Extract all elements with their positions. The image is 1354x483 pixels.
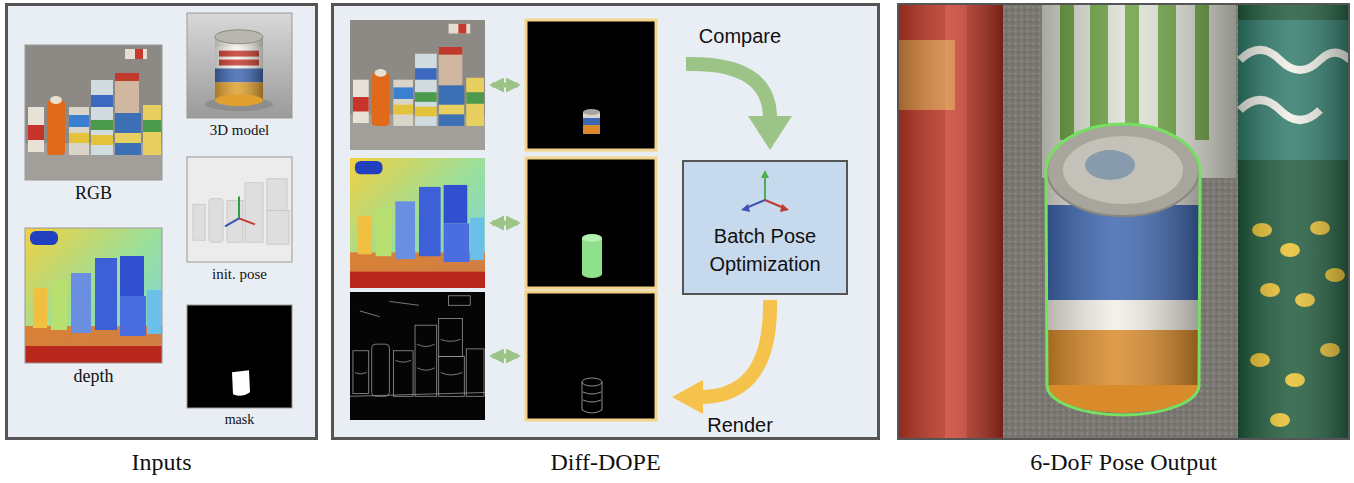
axes-icon-part bbox=[780, 204, 789, 212]
panel-caption: Inputs bbox=[8, 448, 315, 476]
input-thumbnails-part bbox=[187, 13, 292, 118]
axes-icon bbox=[741, 170, 789, 212]
render-thumbnails-part-part bbox=[582, 382, 602, 413]
compare-arrow-part bbox=[686, 64, 770, 118]
axes-icon-part bbox=[741, 204, 750, 212]
compare-links-part bbox=[492, 354, 518, 359]
figure-panel: Diff-DOPEBatch Pose Optimization bbox=[331, 3, 880, 440]
render-thumbnails-part-part bbox=[583, 392, 601, 402]
panel-caption: Diff-DOPE bbox=[334, 448, 877, 476]
process-label: Batch Pose Optimization bbox=[684, 222, 846, 278]
compare-arrow-part bbox=[748, 116, 792, 150]
axes-icon-part bbox=[764, 176, 766, 200]
compare-links bbox=[492, 85, 518, 356]
render-thumbnails-part bbox=[526, 292, 656, 420]
arrow-label: Render bbox=[707, 413, 773, 437]
input-thumbnails-part bbox=[187, 13, 292, 118]
observation-thumbnails-part bbox=[350, 292, 485, 420]
input-image: depth bbox=[25, 228, 162, 387]
panel-caption: 6-DoF Pose Output bbox=[899, 448, 1348, 476]
render-thumbnails-part bbox=[583, 118, 600, 125]
compare-arrow bbox=[686, 64, 792, 150]
output-photo-part bbox=[1046, 124, 1200, 415]
output-photo-part bbox=[1063, 136, 1183, 204]
axes-icon-part bbox=[761, 170, 769, 178]
input-thumbnails-part bbox=[25, 228, 162, 363]
compare-links-part bbox=[492, 83, 518, 88]
render-thumbnails-part bbox=[582, 378, 602, 413]
input-image: init. pose bbox=[187, 157, 292, 283]
image-label: depth bbox=[25, 367, 162, 387]
panel-ground bbox=[331, 3, 880, 440]
input-thumbnails-part bbox=[187, 305, 292, 408]
axes-icon-part bbox=[746, 200, 765, 208]
output-photo bbox=[899, 5, 1348, 438]
input-image: mask bbox=[187, 305, 292, 427]
output-photo-part bbox=[899, 5, 1003, 438]
render-thumbnails-part bbox=[583, 109, 600, 115]
render-thumbnails-part bbox=[526, 20, 656, 150]
process-box: Batch Pose Optimization bbox=[682, 160, 848, 295]
render-thumbnails bbox=[526, 20, 656, 420]
render-thumbnails-part bbox=[582, 238, 602, 274]
input-thumbnails-part bbox=[25, 228, 162, 363]
figure-panel: InputsRGB3D modelinit. posedepthmask bbox=[5, 3, 318, 440]
input-thumbnails-part bbox=[187, 157, 292, 262]
image-label: 3D model bbox=[187, 122, 292, 139]
input-thumbnails-part bbox=[25, 45, 162, 180]
render-thumbnails-part bbox=[583, 112, 600, 134]
input-image: 3D model bbox=[187, 13, 292, 139]
output-photo-part bbox=[1085, 150, 1135, 180]
render-thumbnails-part bbox=[582, 234, 602, 242]
output-photo-part bbox=[1238, 5, 1348, 438]
render-thumbnails-part-part bbox=[582, 378, 602, 386]
observation-thumbnails-part bbox=[350, 20, 485, 150]
input-thumbnails-part bbox=[187, 157, 292, 262]
input-thumbnails-part bbox=[25, 45, 162, 180]
render-arrow-part bbox=[702, 300, 770, 397]
figure-panel: 6-DoF Pose Output bbox=[897, 3, 1350, 440]
render-thumbnails-part bbox=[582, 270, 602, 278]
image-label: RGB bbox=[25, 184, 162, 204]
input-thumbnails bbox=[25, 13, 292, 408]
render-arrow-part bbox=[672, 380, 703, 414]
output-photo-part bbox=[1238, 5, 1348, 438]
arrow-label: Compare bbox=[699, 24, 781, 48]
render-arrow bbox=[672, 300, 770, 414]
process-box-ground bbox=[682, 160, 848, 295]
panel-ground bbox=[5, 3, 318, 440]
observation-thumbnails bbox=[350, 20, 485, 420]
image-label: mask bbox=[187, 412, 292, 427]
render-thumbnails-part bbox=[583, 125, 600, 134]
image-label: init. pose bbox=[187, 266, 292, 283]
output-photo-part bbox=[899, 5, 1003, 438]
compare-links-part bbox=[492, 221, 518, 226]
input-thumbnails-part bbox=[187, 305, 292, 408]
input-image: RGB bbox=[25, 45, 162, 204]
render-thumbnails-part bbox=[526, 158, 656, 288]
axes-icon-part bbox=[765, 200, 784, 208]
observation-thumbnails-part bbox=[350, 158, 485, 288]
